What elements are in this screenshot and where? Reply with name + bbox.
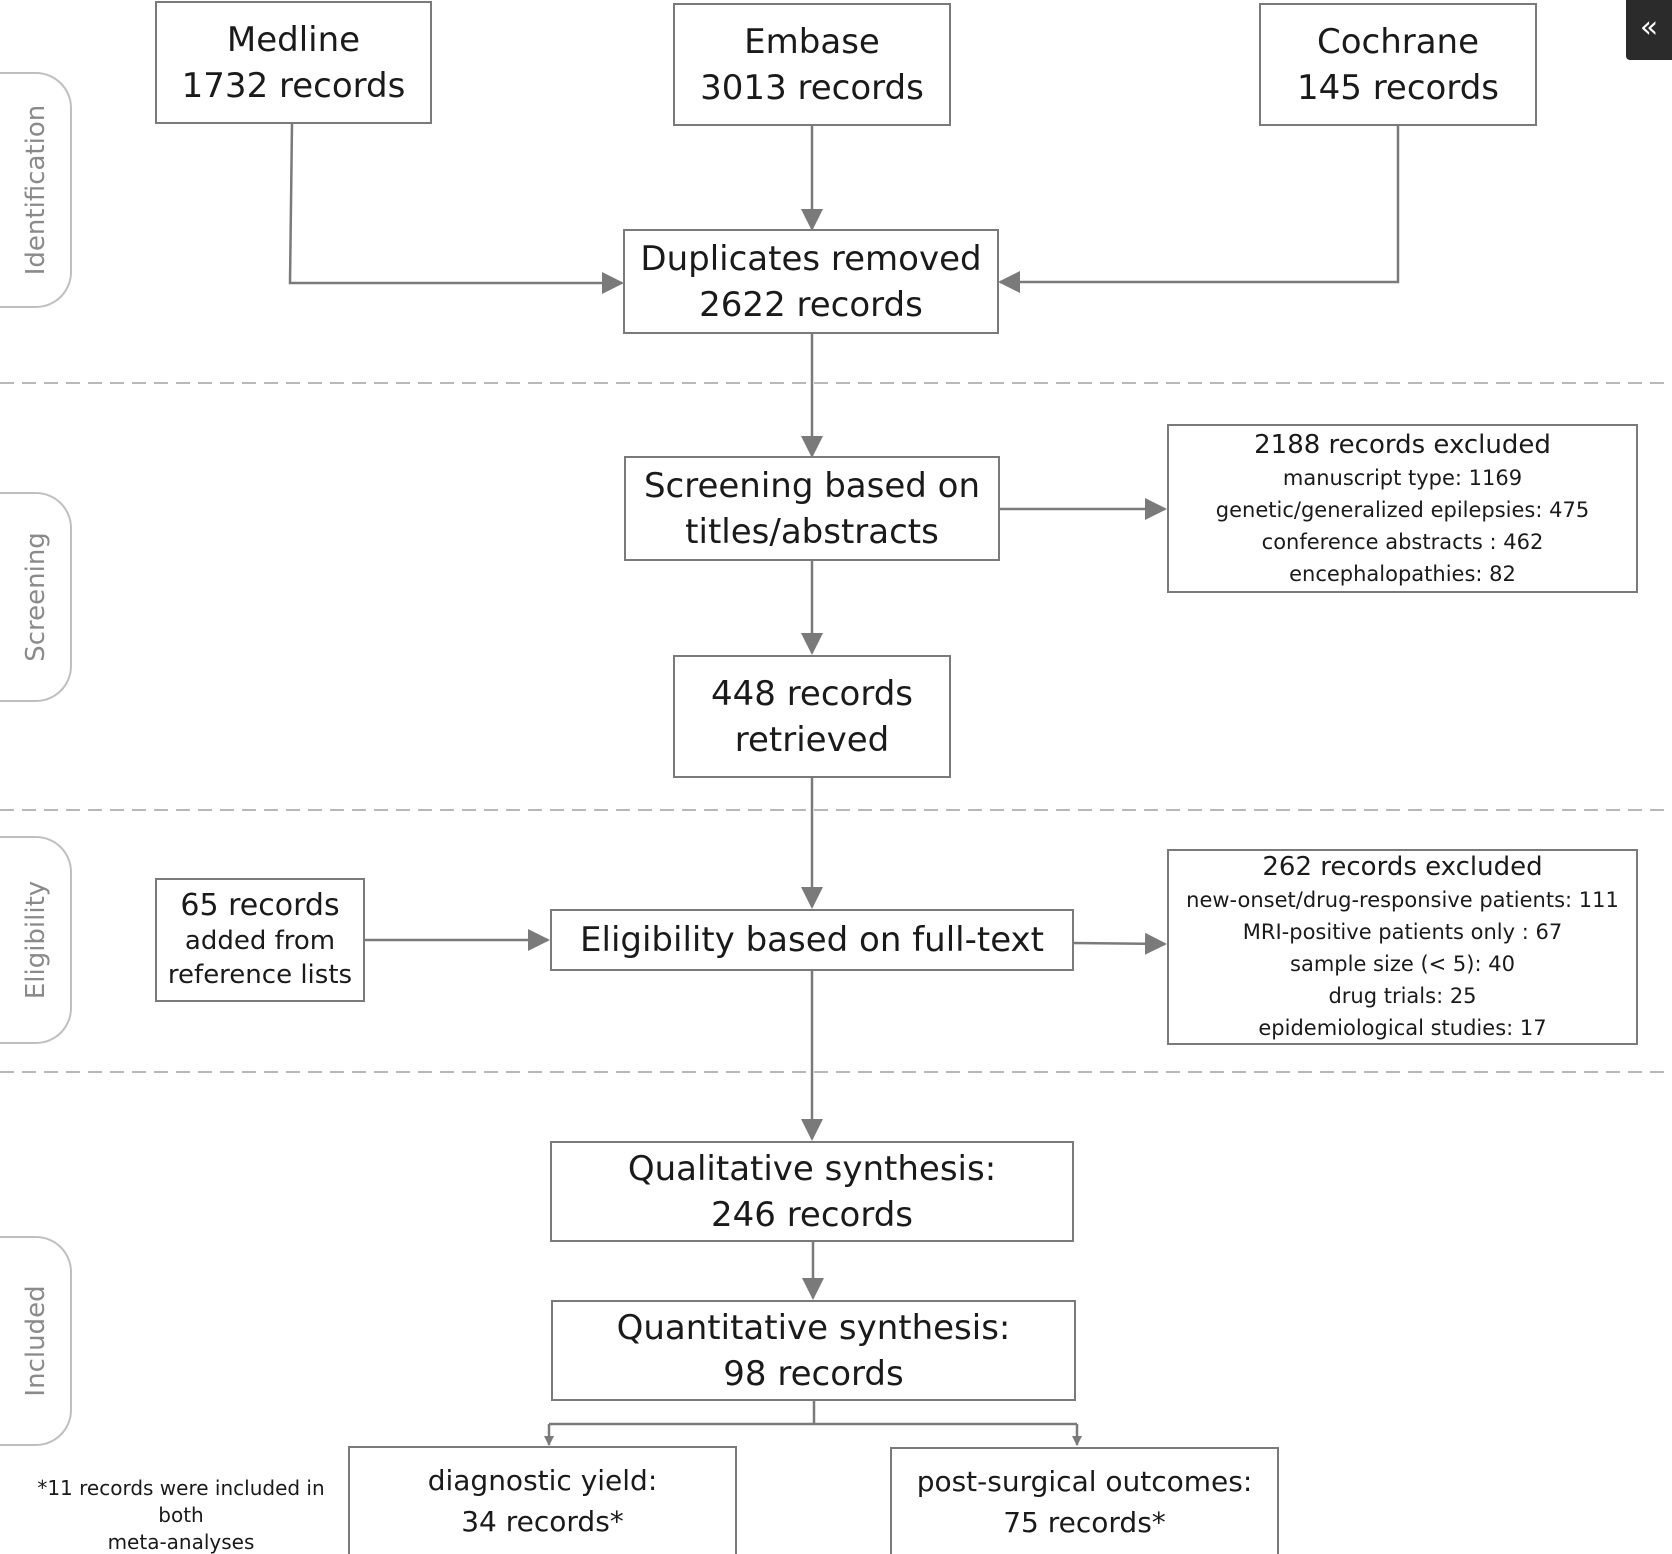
footnote: *11 records were included in both meta-a… — [20, 1475, 342, 1554]
source-embase-count: 3013 records — [700, 67, 924, 108]
excluded-screening-title: 2188 records excluded — [1254, 429, 1551, 460]
source-medline-count: 1732 records — [181, 65, 406, 106]
references-line2: added from — [184, 926, 336, 956]
quantitative-count: 98 records — [723, 1353, 904, 1394]
stage-included-label: Included — [21, 1285, 51, 1397]
source-cochrane-name: Cochrane — [1316, 21, 1480, 62]
references-line3: reference lists — [167, 960, 353, 990]
stage-identification-label: Identification — [21, 104, 51, 276]
screening-box: Screening based on titles/abstracts — [624, 456, 1000, 561]
duplicates-box: Duplicates removed 2622 records — [623, 229, 999, 334]
screening-line2: titles/abstracts — [685, 511, 939, 552]
excluded-eligibility-item: MRI-positive patients only : 67 — [1242, 920, 1563, 944]
screening-line1: Screening based on — [643, 465, 981, 506]
stage-screening-label: Screening — [21, 532, 51, 662]
diagnostic-title: diagnostic yield: — [427, 1464, 658, 1497]
stage-eligibility: Eligibility — [0, 836, 72, 1044]
footnote-line2: meta-analyses — [107, 1530, 255, 1554]
excluded-screening-item: genetic/generalized epilepsies: 475 — [1215, 497, 1590, 522]
references-count: 65 records — [180, 888, 340, 923]
chevron-double-left-icon: « — [1639, 10, 1659, 45]
postsurgical-box: post-surgical outcomes: 75 records* — [890, 1447, 1279, 1554]
footnote-line1: *11 records were included in both — [37, 1476, 325, 1527]
qualitative-count: 246 records — [710, 1194, 914, 1235]
arrow-cochrane-to-duplicates — [998, 126, 1400, 293]
retrieved-label: retrieved — [734, 719, 890, 760]
stage-included: Included — [0, 1236, 72, 1446]
quantitative-box: Quantitative synthesis: 98 records — [551, 1300, 1076, 1401]
excluded-screening-item: conference abstracts : 462 — [1261, 529, 1544, 554]
diagnostic-yield-box: diagnostic yield: 34 records* — [348, 1446, 737, 1554]
source-embase-name: Embase — [744, 21, 880, 62]
retrieved-box: 448 records retrieved — [673, 655, 951, 778]
excluded-eligibility-item: drug trials: 25 — [1328, 984, 1477, 1008]
eligibility-box: Eligibility based on full-text — [550, 909, 1074, 971]
excluded-eligibility-item: epidemiological studies: 17 — [1258, 1016, 1547, 1040]
postsurgical-count: 75 records* — [1003, 1506, 1166, 1539]
collapse-panel-button[interactable]: « — [1626, 0, 1672, 60]
postsurgical-title: post-surgical outcomes: — [916, 1465, 1253, 1498]
excluded-screening-item: encephalopathies: 82 — [1289, 561, 1516, 586]
source-medline-name: Medline — [226, 19, 361, 60]
references-box: 65 records added from reference lists — [155, 878, 365, 1002]
excluded-screening-item: manuscript type: 1169 — [1282, 465, 1523, 490]
stage-dividers — [0, 382, 1672, 1073]
diagnostic-count: 34 records* — [461, 1505, 624, 1538]
source-medline-box: Medline 1732 records — [155, 1, 432, 124]
excluded-screening-box: 2188 records excluded manuscript type: 1… — [1167, 424, 1638, 593]
excluded-eligibility-item: sample size (< 5): 40 — [1290, 952, 1515, 976]
qualitative-title: Qualitative synthesis: — [627, 1148, 997, 1189]
source-cochrane-count: 145 records — [1296, 67, 1500, 108]
excluded-eligibility-title: 262 records excluded — [1262, 852, 1543, 882]
stage-eligibility-label: Eligibility — [21, 880, 51, 1000]
stage-screening: Screening — [0, 492, 72, 702]
excluded-eligibility-item: new-onset/drug-responsive patients: 111 — [1186, 888, 1619, 912]
arrow-eligibility-to-excluded — [1073, 932, 1167, 955]
source-cochrane-box: Cochrane 145 records — [1259, 3, 1537, 126]
quantitative-title: Quantitative synthesis: — [616, 1307, 1011, 1348]
source-embase-box: Embase 3013 records — [673, 3, 951, 126]
duplicates-count: 2622 records — [699, 284, 923, 325]
stage-identification: Identification — [0, 72, 72, 308]
retrieved-count: 448 records — [710, 673, 914, 714]
qualitative-box: Qualitative synthesis: 246 records — [550, 1141, 1074, 1242]
arrow-medline-to-duplicates — [288, 123, 624, 294]
duplicates-title: Duplicates removed — [640, 238, 982, 279]
eligibility-label: Eligibility based on full-text — [580, 920, 1044, 960]
excluded-eligibility-box: 262 records excluded new-onset/drug-resp… — [1167, 849, 1638, 1045]
